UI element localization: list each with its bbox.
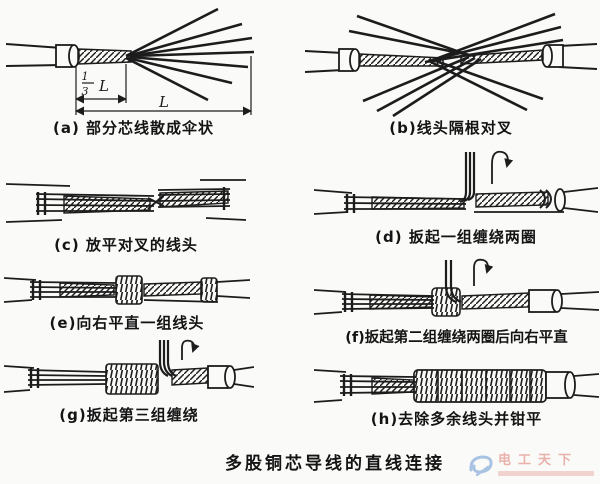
wrap-direction-arrow — [181, 339, 200, 360]
twisted-core-left — [371, 377, 415, 395]
total-length-label: L — [158, 93, 169, 111]
panel-g-caption: (g)扳起第三组缠绕 — [59, 406, 199, 424]
insulated-wire-right — [207, 365, 254, 389]
right-wire — [554, 187, 598, 213]
fraction-numerator: 1 — [82, 70, 89, 83]
watermark: 电工天下 — [468, 454, 594, 478]
twisted-cores — [371, 191, 549, 210]
panel-c-illustration — [5, 179, 247, 223]
panel-b-caption: (b)线头隔根对叉 — [389, 119, 513, 137]
panel-c-caption: (c) 放平对叉的线头 — [54, 236, 198, 254]
finished-wrap — [413, 369, 547, 403]
dimension-lines — [75, 56, 252, 116]
wire-outlines — [5, 179, 247, 223]
twisted-cores — [63, 190, 229, 214]
insulated-wire-right — [545, 371, 599, 399]
panel-h: (h)去除多余线头并钳平 — [314, 362, 599, 429]
crossed-strands — [348, 12, 564, 117]
wrapped-coils — [115, 275, 218, 305]
left-wire — [4, 365, 35, 393]
panel-a-illustration: 1 3 L L — [6, 7, 255, 116]
panel-g: (g)扳起第三组缠绕 — [4, 338, 254, 425]
left-wire — [4, 277, 37, 303]
twisted-core — [77, 48, 132, 65]
panel-c: (c) 放平对叉的线头 — [2, 172, 250, 255]
panel-e-illustration — [4, 275, 250, 305]
watermark-logo-icon — [469, 455, 493, 477]
panel-e-caption: (e)向右平直一组线头 — [49, 314, 205, 332]
panel-f-caption: (f)扳起第二组缠绕两圈后向右平直 — [345, 330, 568, 346]
figure-title: 多股铜芯导线的直线连接 — [225, 454, 445, 474]
right-wire — [541, 43, 597, 70]
panel-g-illustration — [4, 339, 254, 395]
panel-f-illustration — [314, 258, 599, 317]
panel-h-caption: (h)去除多余线头并钳平 — [370, 410, 543, 428]
watermark-text: 电工天下 — [498, 453, 579, 468]
bent-up-strands — [459, 152, 476, 204]
panel-b: (b)线头隔根对叉 — [305, 4, 597, 138]
wrapped-coil — [105, 363, 159, 395]
panel-f: (f)扳起第二组缠绕两圈后向右平直 — [314, 256, 599, 347]
panel-h-illustration — [314, 369, 599, 403]
dimension-labels: 1 3 L L — [82, 70, 170, 111]
panel-b-illustration — [305, 12, 597, 117]
twisted-core-right — [171, 367, 209, 386]
flattened-strands — [27, 368, 107, 388]
left-wire — [314, 369, 347, 403]
stripped-wire-left — [6, 43, 80, 68]
wrap-direction-arrow — [473, 258, 494, 286]
twisted-cores — [358, 49, 544, 67]
panel-d: (d) 扳起一组缠绕两圈 — [314, 142, 598, 247]
right-wire — [216, 279, 250, 299]
fraction-unit-label: L — [98, 77, 109, 95]
panel-d-illustration — [314, 150, 598, 215]
panel-a-caption: (a) 部分芯线散成伞状 — [52, 119, 215, 137]
twisted-core — [59, 281, 203, 298]
fraction-denominator: 3 — [82, 85, 89, 98]
bent-up-strands — [444, 260, 462, 304]
panel-e: (e)向右平直一组线头 — [4, 268, 250, 333]
left-wire — [314, 289, 347, 315]
cross-pinch — [147, 194, 165, 210]
strand-fan — [125, 7, 255, 102]
left-wire — [314, 189, 353, 215]
overwrap-loop — [539, 189, 552, 209]
panel-a: 1 3 L L (a) 部分芯线散成伞状 — [6, 4, 261, 138]
watermark-subtext-bar — [498, 471, 594, 476]
wrap-direction-arrow — [491, 150, 514, 184]
left-wire — [305, 48, 361, 73]
insulated-wire-right — [528, 289, 599, 313]
panel-d-caption: (d) 扳起一组缠绕两圈 — [375, 228, 537, 246]
